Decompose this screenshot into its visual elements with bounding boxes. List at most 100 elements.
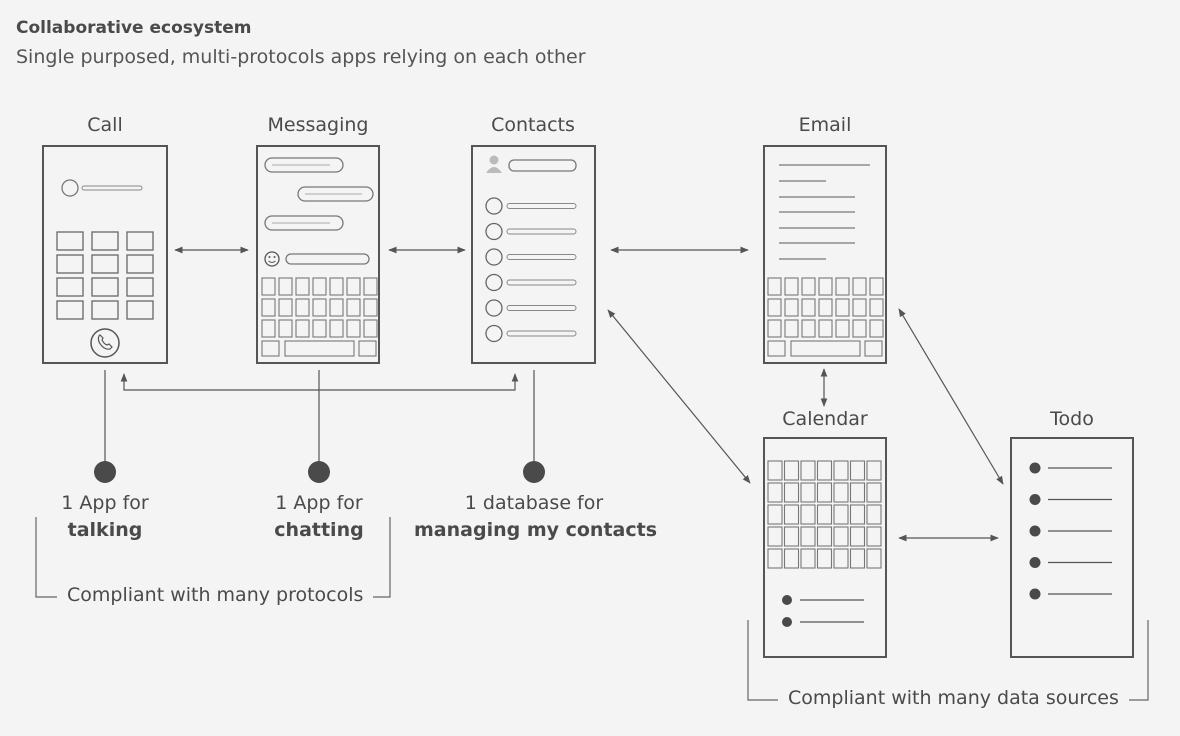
calendar-day-cell: [866, 460, 882, 481]
description-connectors: [104, 370, 535, 462]
app-label-todo: Todo: [1050, 408, 1094, 430]
keypad-key: [126, 254, 154, 274]
calendar-day-cell: [833, 482, 849, 503]
contacts-description: 1 database for managing my contacts: [414, 490, 658, 544]
keyboard-key: [767, 340, 786, 357]
calendar-grid: [767, 460, 882, 569]
keypad-key: [56, 277, 84, 297]
calendar-day-cell: [783, 460, 800, 481]
todo-bullet: [1029, 557, 1041, 568]
calendar-day-cell: [783, 504, 800, 525]
calendar-day-cell: [800, 504, 816, 525]
keyboard-key: [261, 298, 276, 317]
keyboard-key: [801, 298, 816, 317]
keyboard-key: [801, 319, 816, 338]
keyboard-key: [767, 277, 782, 296]
todo-list: [1029, 462, 1112, 600]
calendar-day-cell: [866, 526, 882, 547]
messaging-dot: [308, 461, 330, 483]
todo-bullet: [1029, 462, 1041, 474]
keyboard-key: [295, 277, 310, 296]
keyboard-key: [835, 319, 850, 338]
keyboard-key: [295, 298, 310, 317]
contact-name-bar: [506, 254, 577, 260]
calendar-day-cell: [849, 526, 866, 547]
calendar-day-cell: [816, 460, 833, 481]
contact-avatar: [485, 273, 503, 292]
messaging-description: 1 App for chatting: [239, 490, 399, 544]
keyboard-spacebar: [284, 340, 355, 357]
handset-icon: [97, 334, 113, 350]
keyboard-key: [363, 298, 378, 317]
calendar-phone: [763, 437, 887, 658]
contact-name-bar: [506, 330, 577, 337]
keyboard-key: [835, 298, 850, 317]
calendar-day-cell: [800, 482, 816, 503]
page-subtitle: Single purposed, multi-protocols apps re…: [16, 46, 586, 68]
calendar-day-cell: [767, 548, 783, 569]
keyboard-key: [835, 277, 850, 296]
calendar-day-cell: [783, 526, 800, 547]
calendar-day-cell: [866, 482, 882, 503]
email-phone: [763, 145, 887, 364]
keyboard-key: [358, 340, 377, 357]
call-dot: [94, 461, 116, 483]
keyboard-key: [869, 319, 884, 338]
calendar-day-cell: [816, 504, 833, 525]
todo-phone: [1010, 437, 1134, 658]
call-description-emphasis: talking: [67, 519, 143, 541]
keyboard-key: [329, 277, 344, 296]
calendar-day-cell: [816, 548, 833, 569]
contact-name-bar: [506, 228, 577, 235]
calendar-day-cell: [866, 504, 882, 525]
contacts-description-line: 1 database for: [464, 492, 604, 514]
calendar-day-cell: [833, 460, 849, 481]
email-keyboard: [767, 277, 884, 357]
calendar-day-cell: [833, 526, 849, 547]
keypad-key: [56, 300, 84, 320]
app-label-messaging: Messaging: [267, 114, 369, 136]
calendar-day-cell: [816, 526, 833, 547]
keypad-key: [91, 277, 119, 297]
calendar-day-cell: [767, 526, 783, 547]
contact-name-bar: [506, 203, 577, 209]
keyboard-key: [869, 277, 884, 296]
smiley-icon: [264, 251, 280, 267]
messaging-description-line: 1 App for: [275, 492, 363, 514]
keyboard-key: [278, 319, 293, 338]
call-keypad: [56, 231, 154, 320]
keyboard-key: [852, 277, 867, 296]
keypad-key: [56, 254, 84, 274]
calendar-day-cell: [833, 504, 849, 525]
keyboard-key: [278, 298, 293, 317]
keyboard-key: [261, 319, 276, 338]
keyboard-key: [278, 277, 293, 296]
data-sources-bracket-label: Compliant with many data sources: [778, 687, 1129, 709]
todo-bullet: [1029, 494, 1041, 505]
page-title: Collaborative ecosystem: [16, 18, 252, 38]
keyboard-key: [261, 277, 276, 296]
keyboard-key: [818, 319, 833, 338]
contacts-description-emphasis: managing my contacts: [414, 519, 658, 541]
todo-bullet: [1029, 525, 1041, 537]
contacts-list: [485, 197, 577, 343]
messaging-phone: [256, 145, 380, 364]
calendar-day-cell: [783, 482, 800, 503]
keyboard-key: [261, 340, 280, 357]
keyboard-key: [818, 298, 833, 317]
keypad-key: [91, 231, 119, 251]
keyboard-key: [363, 277, 378, 296]
calendar-day-cell: [849, 482, 866, 503]
keyboard-key: [869, 298, 884, 317]
contacts-phone: [471, 145, 596, 364]
calendar-day-cell: [849, 548, 866, 569]
contact-avatar: [485, 299, 503, 317]
contact-name-bar: [506, 279, 577, 286]
protocols-bracket-label: Compliant with many protocols: [57, 584, 374, 606]
contact-avatar: [485, 248, 503, 266]
calendar-day-cell: [833, 548, 849, 569]
keyboard-key: [346, 277, 361, 296]
keyboard-key: [346, 298, 361, 317]
user-icon: [486, 155, 502, 173]
